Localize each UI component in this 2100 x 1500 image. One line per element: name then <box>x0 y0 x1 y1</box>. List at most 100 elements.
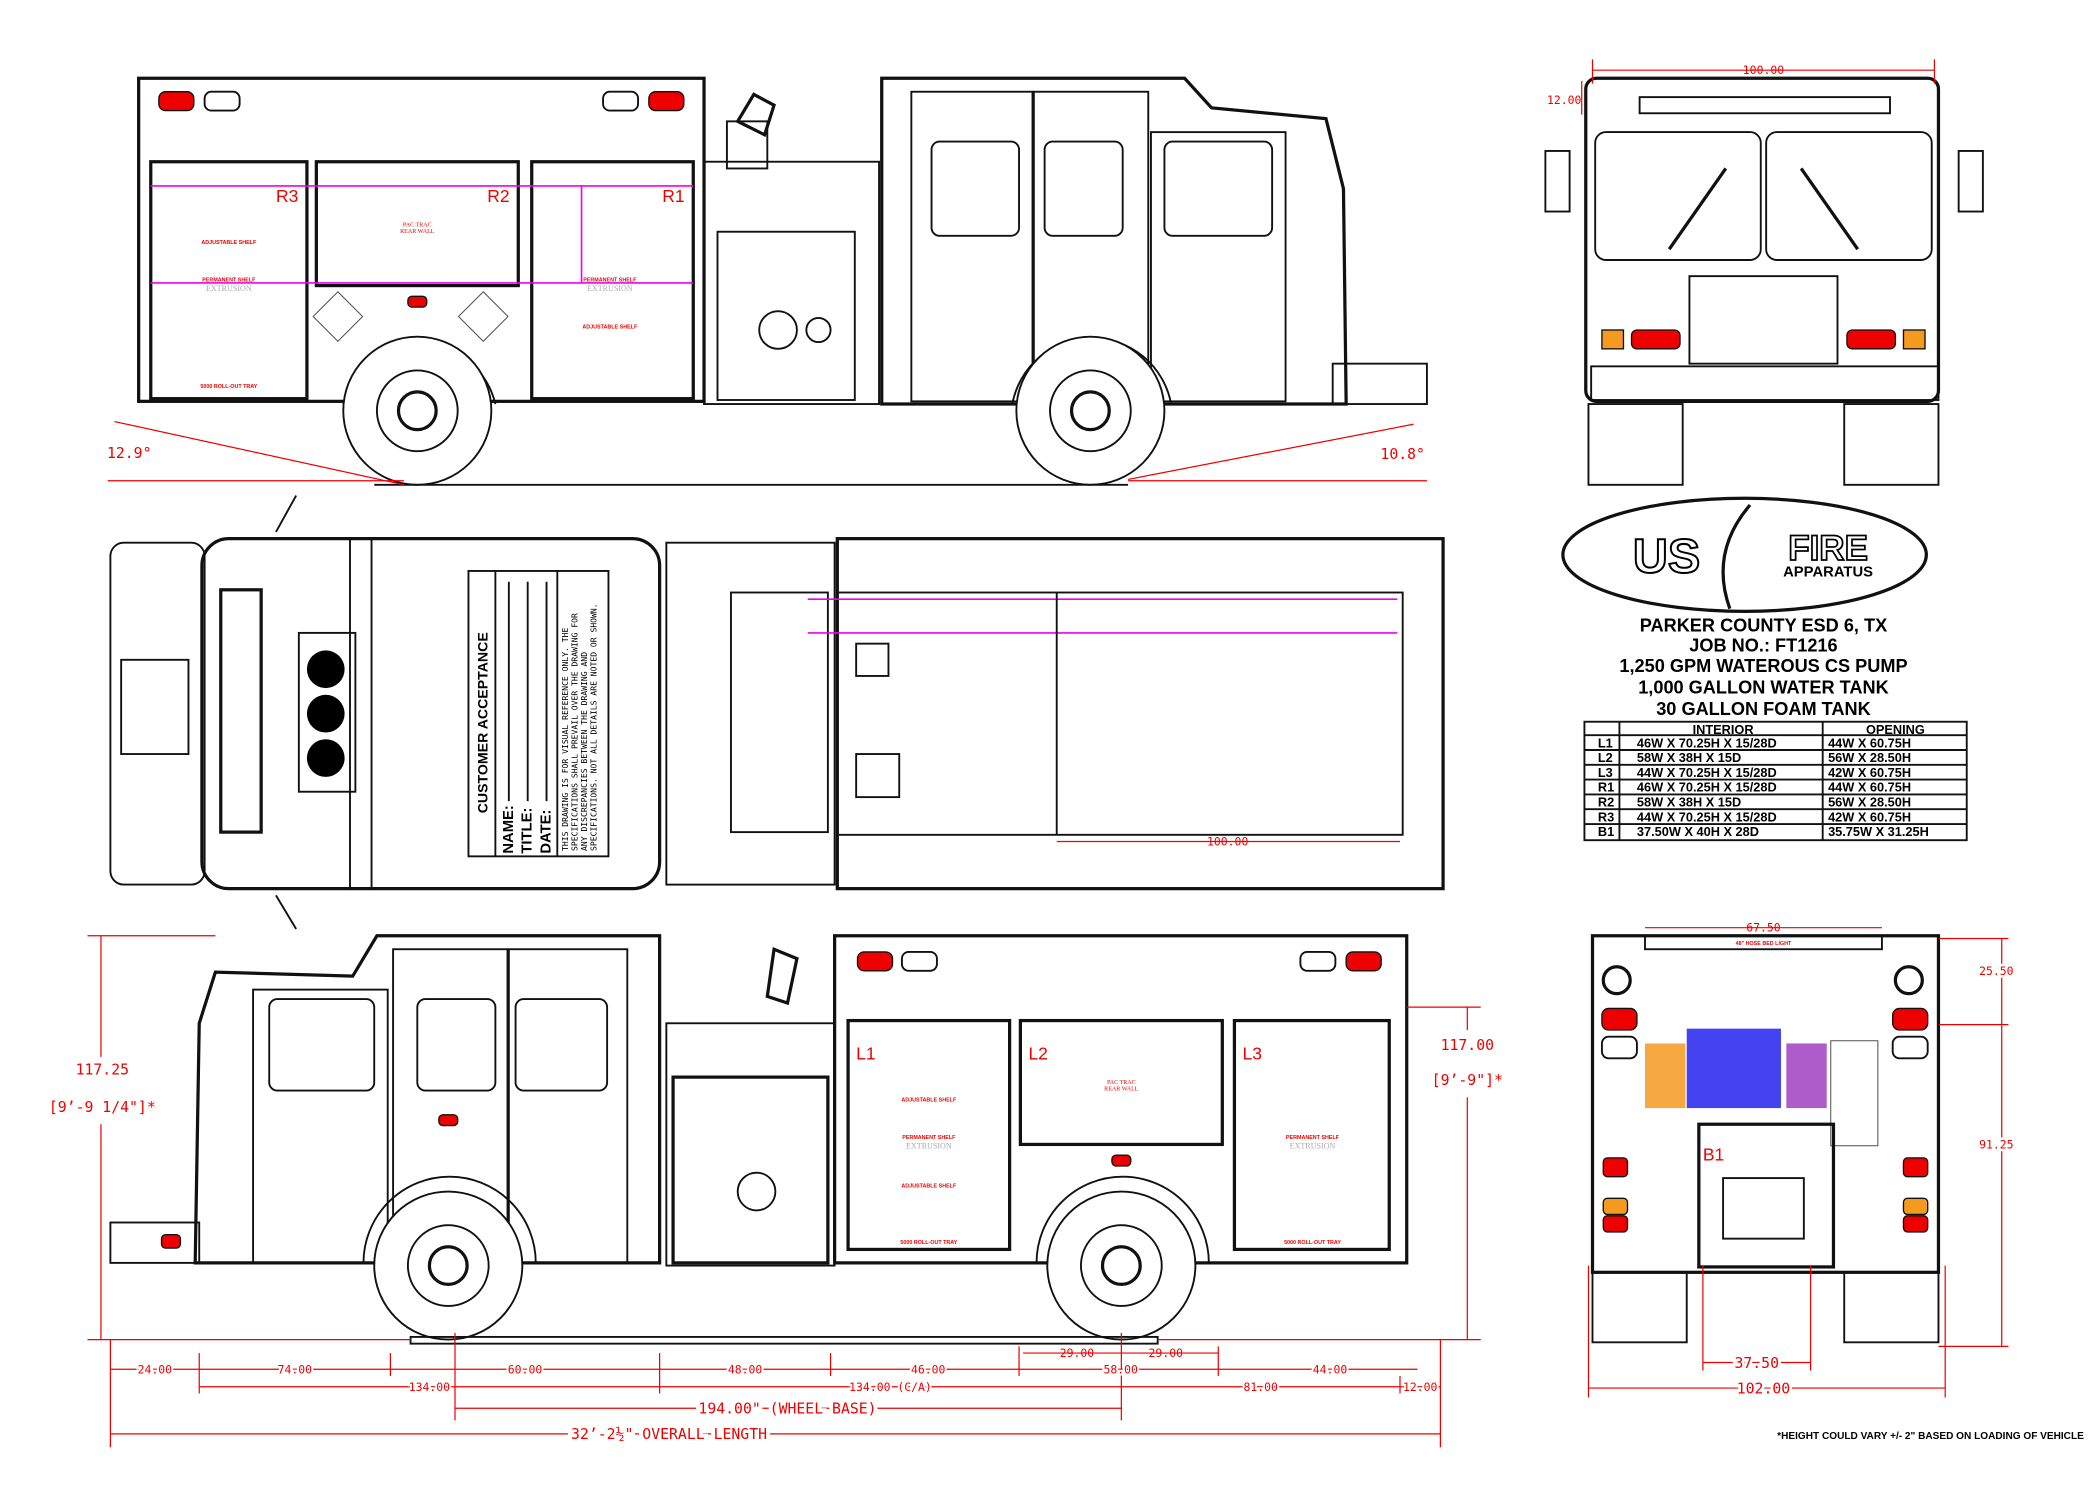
wiper <box>1667 167 1728 251</box>
disclaimer-line: THIS DRAWING IS FOR VISUAL REFERENCE ONL… <box>561 628 570 851</box>
cab-window <box>514 998 609 1092</box>
front-height-dim: 117.25 <box>76 1061 129 1078</box>
length-dim: 134.00 (C/A) <box>849 1380 932 1394</box>
length-dim: 74.00 <box>278 1362 313 1376</box>
table-cell-opening: 42W X 60.75H <box>1828 809 1911 824</box>
table-cell-interior: 37.50W X 40H X 28D <box>1637 824 1759 839</box>
front-wheel <box>1015 335 1166 486</box>
pump-house <box>703 160 880 405</box>
ac-fan <box>306 694 345 733</box>
table-cell-id: R3 <box>1598 809 1614 824</box>
compartment-label-r1: R1 <box>662 186 684 206</box>
table-cell-opening: 44W X 60.75H <box>1828 735 1911 750</box>
cab-roof <box>200 537 662 891</box>
disclaimer-line: ANY DISCREPANCIES BETWEEN THE DRAWING AN… <box>580 652 589 851</box>
table-cell-interior: 58W X 38H X 15D <box>1637 750 1741 765</box>
mirror <box>275 495 297 930</box>
length-dim: 60.00 <box>508 1362 543 1376</box>
hose-load-blue <box>1686 1028 1781 1109</box>
tail-light <box>1602 1215 1629 1233</box>
tail-light <box>1602 1197 1629 1216</box>
pump-house <box>665 1022 836 1267</box>
tail-light <box>1902 1215 1929 1233</box>
rear-height-dim: 117.00 <box>1441 1037 1494 1054</box>
header-opening: OPENING <box>1866 722 1925 737</box>
hose-reel <box>1722 1177 1805 1240</box>
extrusion-label: EXTRUSION <box>1290 1141 1336 1150</box>
front-width-dim: 100.00 <box>1743 63 1784 77</box>
permanent-shelf-label: PERMANENT SHELF <box>202 278 256 284</box>
length-dim: 58.00 <box>1103 1362 1138 1376</box>
light-housing <box>602 90 640 112</box>
cab-outline <box>880 76 1348 406</box>
compartment-label-l3: L3 <box>1243 1044 1262 1064</box>
rear-wheel <box>342 335 493 486</box>
extrusion-label: EXTRUSION <box>206 284 252 293</box>
cab-door <box>252 988 389 1264</box>
tire <box>1587 403 1684 486</box>
marker-light <box>160 1233 182 1249</box>
compartment-r1 <box>530 160 695 401</box>
table-cell-opening: 42W X 60.75H <box>1828 765 1911 780</box>
rear-height-ft: [9’-9"]* <box>1432 1072 1503 1089</box>
compartment-r3 <box>149 160 309 401</box>
cab-door <box>1150 131 1287 403</box>
cab-door <box>507 948 629 1264</box>
roll-out-tray-label: 5000 ROLL-OUT TRAY <box>200 384 257 390</box>
pump-house-inner <box>730 591 829 834</box>
tire <box>1843 1271 1940 1344</box>
compartment-label-r3: R3 <box>276 186 298 206</box>
adjustable-shelf-label: ADJUSTABLE SHELF <box>901 1097 957 1103</box>
customer-acceptance-block: CUSTOMER ACCEPTANCE NAME: TITLE: DATE: T… <box>467 570 610 858</box>
turn-signal <box>1601 329 1625 350</box>
hatch <box>120 658 190 755</box>
customer-name: PARKER COUNTY ESD 6, TX <box>1640 616 1888 636</box>
front-bumper <box>1590 365 1940 401</box>
pump-gauge <box>805 316 832 344</box>
tire <box>1591 1271 1688 1344</box>
disclaimer-line: SPECIFICATIONS SHALL PREVAIL OVER THE DR… <box>571 613 580 851</box>
extrusion-label: EXTRUSION <box>587 284 633 293</box>
pump-spec: 1,250 GPM WATEROUS CS PUMP <box>1619 656 1907 676</box>
ground-line <box>409 1335 1159 1345</box>
compartment-l3 <box>1232 1018 1391 1252</box>
front-view: 100.00 12.00 <box>1544 59 1984 486</box>
hose-load-orange <box>1645 1043 1686 1109</box>
length-dim: 48.00 <box>728 1362 763 1376</box>
height-footnote: *HEIGHT COULD VARY +/- 2" BASED ON LOADI… <box>1777 1431 2084 1442</box>
tail-light <box>1902 1197 1929 1216</box>
front-bumper <box>1331 362 1428 405</box>
title-label: TITLE: <box>520 808 536 854</box>
cab-window <box>930 140 1020 237</box>
deck-gun <box>765 946 799 1006</box>
deck-gun-base <box>725 120 769 170</box>
table-cell-interior: 58W X 38H X 15D <box>1637 795 1741 810</box>
table-cell-id: R1 <box>1598 780 1614 795</box>
us-fire-apparatus-logo: US FIRE APPARATUS <box>1561 496 1928 613</box>
departure-angle-text: 12.9° <box>107 445 152 462</box>
rear-wheel <box>1046 1190 1197 1341</box>
adjustable-shelf-label: ADJUSTABLE SHELF <box>201 240 257 246</box>
control-panel <box>1830 1040 1879 1147</box>
overall-length-dim: 32’-2½" OVERALL LENGTH <box>571 1426 767 1443</box>
front-wheel <box>373 1190 524 1341</box>
warning-light <box>1601 1007 1638 1031</box>
deck-gun <box>735 92 776 138</box>
pac-trac-label: PAC TRAC <box>1107 1080 1136 1086</box>
hose-bed-light-label: 48" HOSE BED LIGHT <box>1736 941 1792 947</box>
marker-light <box>407 295 428 308</box>
wheel-well <box>1035 1175 1210 1263</box>
extrusion-label: EXTRUSION <box>906 1141 952 1150</box>
disclaimer-line: SPECIFICATIONS. NOT ALL DETAILS ARE NOTE… <box>589 603 598 851</box>
cab-front <box>1584 76 1941 403</box>
marker-light <box>1111 1154 1132 1167</box>
permanent-shelf-label: PERMANENT SHELF <box>902 1135 956 1141</box>
approach-angle-line <box>1127 423 1414 481</box>
hose-bed-light <box>1644 934 1883 951</box>
rear-top-dim: 67.50 <box>1746 921 1781 935</box>
job-number: JOB NO.: FT1216 <box>1689 636 1837 656</box>
adjustable-shelf-label: ADJUSTABLE SHELF <box>901 1184 957 1190</box>
title-block: PARKER COUNTY ESD 6, TX JOB NO.: FT1216 … <box>1619 616 1907 719</box>
warning-light <box>856 951 894 972</box>
wheel-base-dim: 194.00" (WHEEL BASE) <box>698 1401 876 1418</box>
